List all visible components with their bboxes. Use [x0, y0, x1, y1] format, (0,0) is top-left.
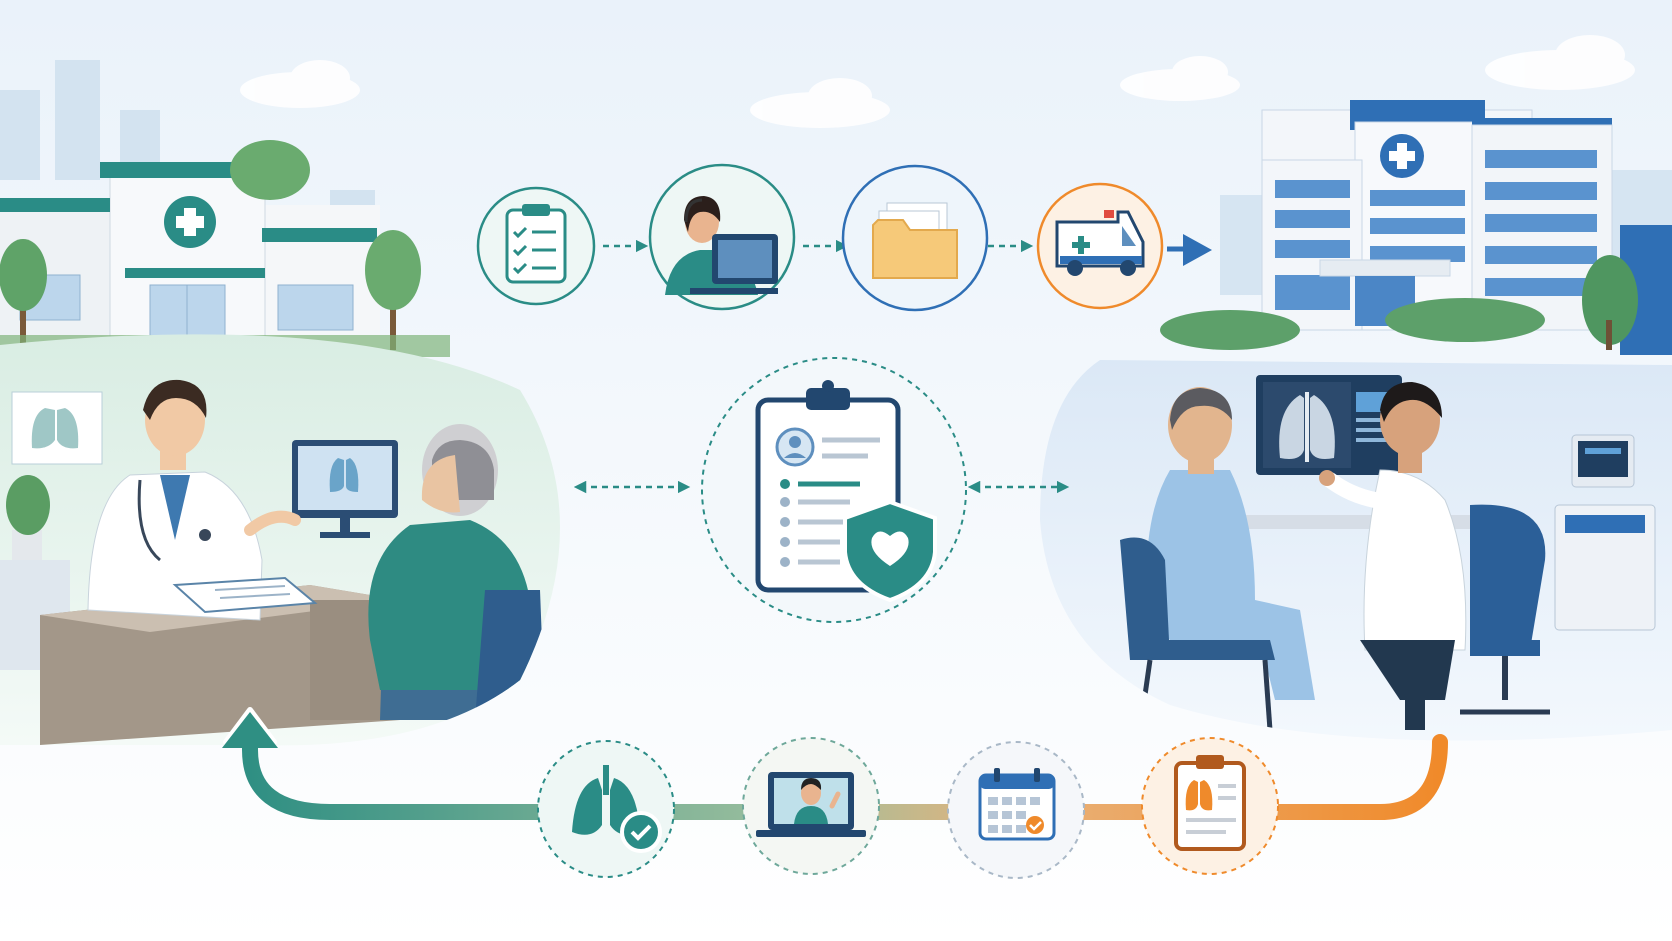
lungs-poster: [11, 391, 103, 465]
center-hub: [573, 357, 1070, 623]
checklist-clipboard-icon: [476, 186, 596, 306]
left-consultation-scene: [0, 334, 560, 746]
patient-right: [1146, 387, 1315, 700]
first-aid-cross-icon: [164, 196, 216, 248]
file-folder-icon: [841, 164, 989, 312]
trees-right: [1160, 255, 1638, 350]
ambulance-icon: [1036, 182, 1164, 310]
return-arrowhead-fill: [222, 712, 278, 748]
trees-left: [0, 140, 421, 350]
right-specialist-scene: [1040, 360, 1672, 741]
hospital-windows: [1275, 150, 1597, 310]
computer-monitor: [292, 440, 398, 538]
medical-monitor-cart: [1554, 434, 1656, 631]
calendar-appointment-icon: [947, 741, 1085, 879]
desk-clipboard: [172, 576, 318, 614]
telehealth-operator-icon: [648, 163, 796, 311]
protected-health-record-icon: [701, 357, 967, 623]
xray-display: [1256, 375, 1402, 475]
specialist-doctor: [1319, 382, 1467, 730]
hospital-building: [1160, 100, 1672, 355]
video-consultation-icon: [742, 737, 880, 875]
return-arrow-line: [242, 727, 1448, 820]
doctor-chair: [1460, 504, 1550, 715]
bottom-return-path: [222, 707, 1448, 879]
first-aid-cross-icon-hospital: [1380, 134, 1424, 178]
clouds: [240, 35, 1635, 128]
lung-report-clipboard-icon: [1141, 737, 1279, 875]
top-flow: [476, 163, 1212, 312]
top-flow-arrow-to-hospital: [1167, 234, 1212, 266]
community-clinic-building: [0, 140, 450, 357]
lungs-checkmark-icon: [537, 740, 675, 878]
